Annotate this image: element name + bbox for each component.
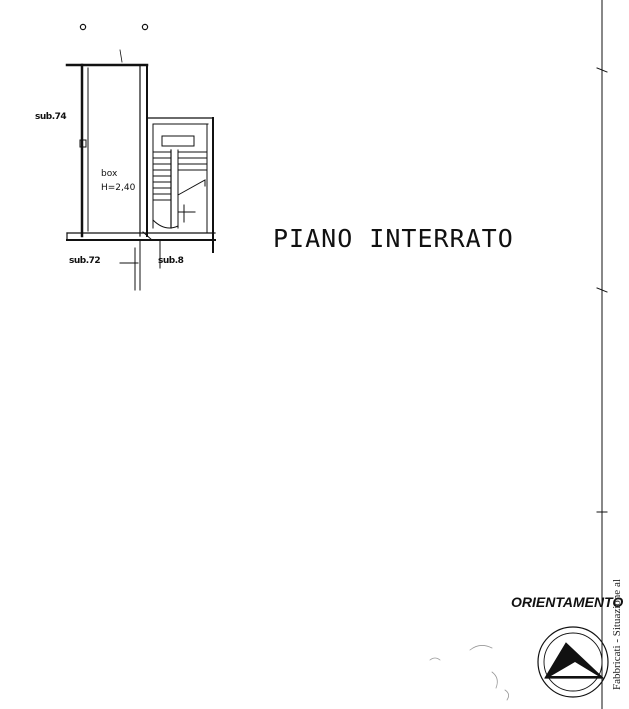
column-marker [79, 23, 87, 31]
floor-title: PIANO INTERRATO [273, 224, 514, 253]
column-marker [141, 23, 149, 31]
label-sub-8: sub.8 [158, 256, 184, 266]
label-sub-72: sub.72 [69, 256, 101, 266]
margin-text: Fabbricati - Situazione al [611, 579, 623, 690]
label-sub-74: sub.74 [35, 112, 67, 122]
orientation-label: ORIENTAMENTO [511, 594, 624, 610]
room-name-label: box [101, 169, 118, 179]
room-height-label: H=2,40 [101, 183, 136, 193]
compass-icon [537, 626, 609, 698]
